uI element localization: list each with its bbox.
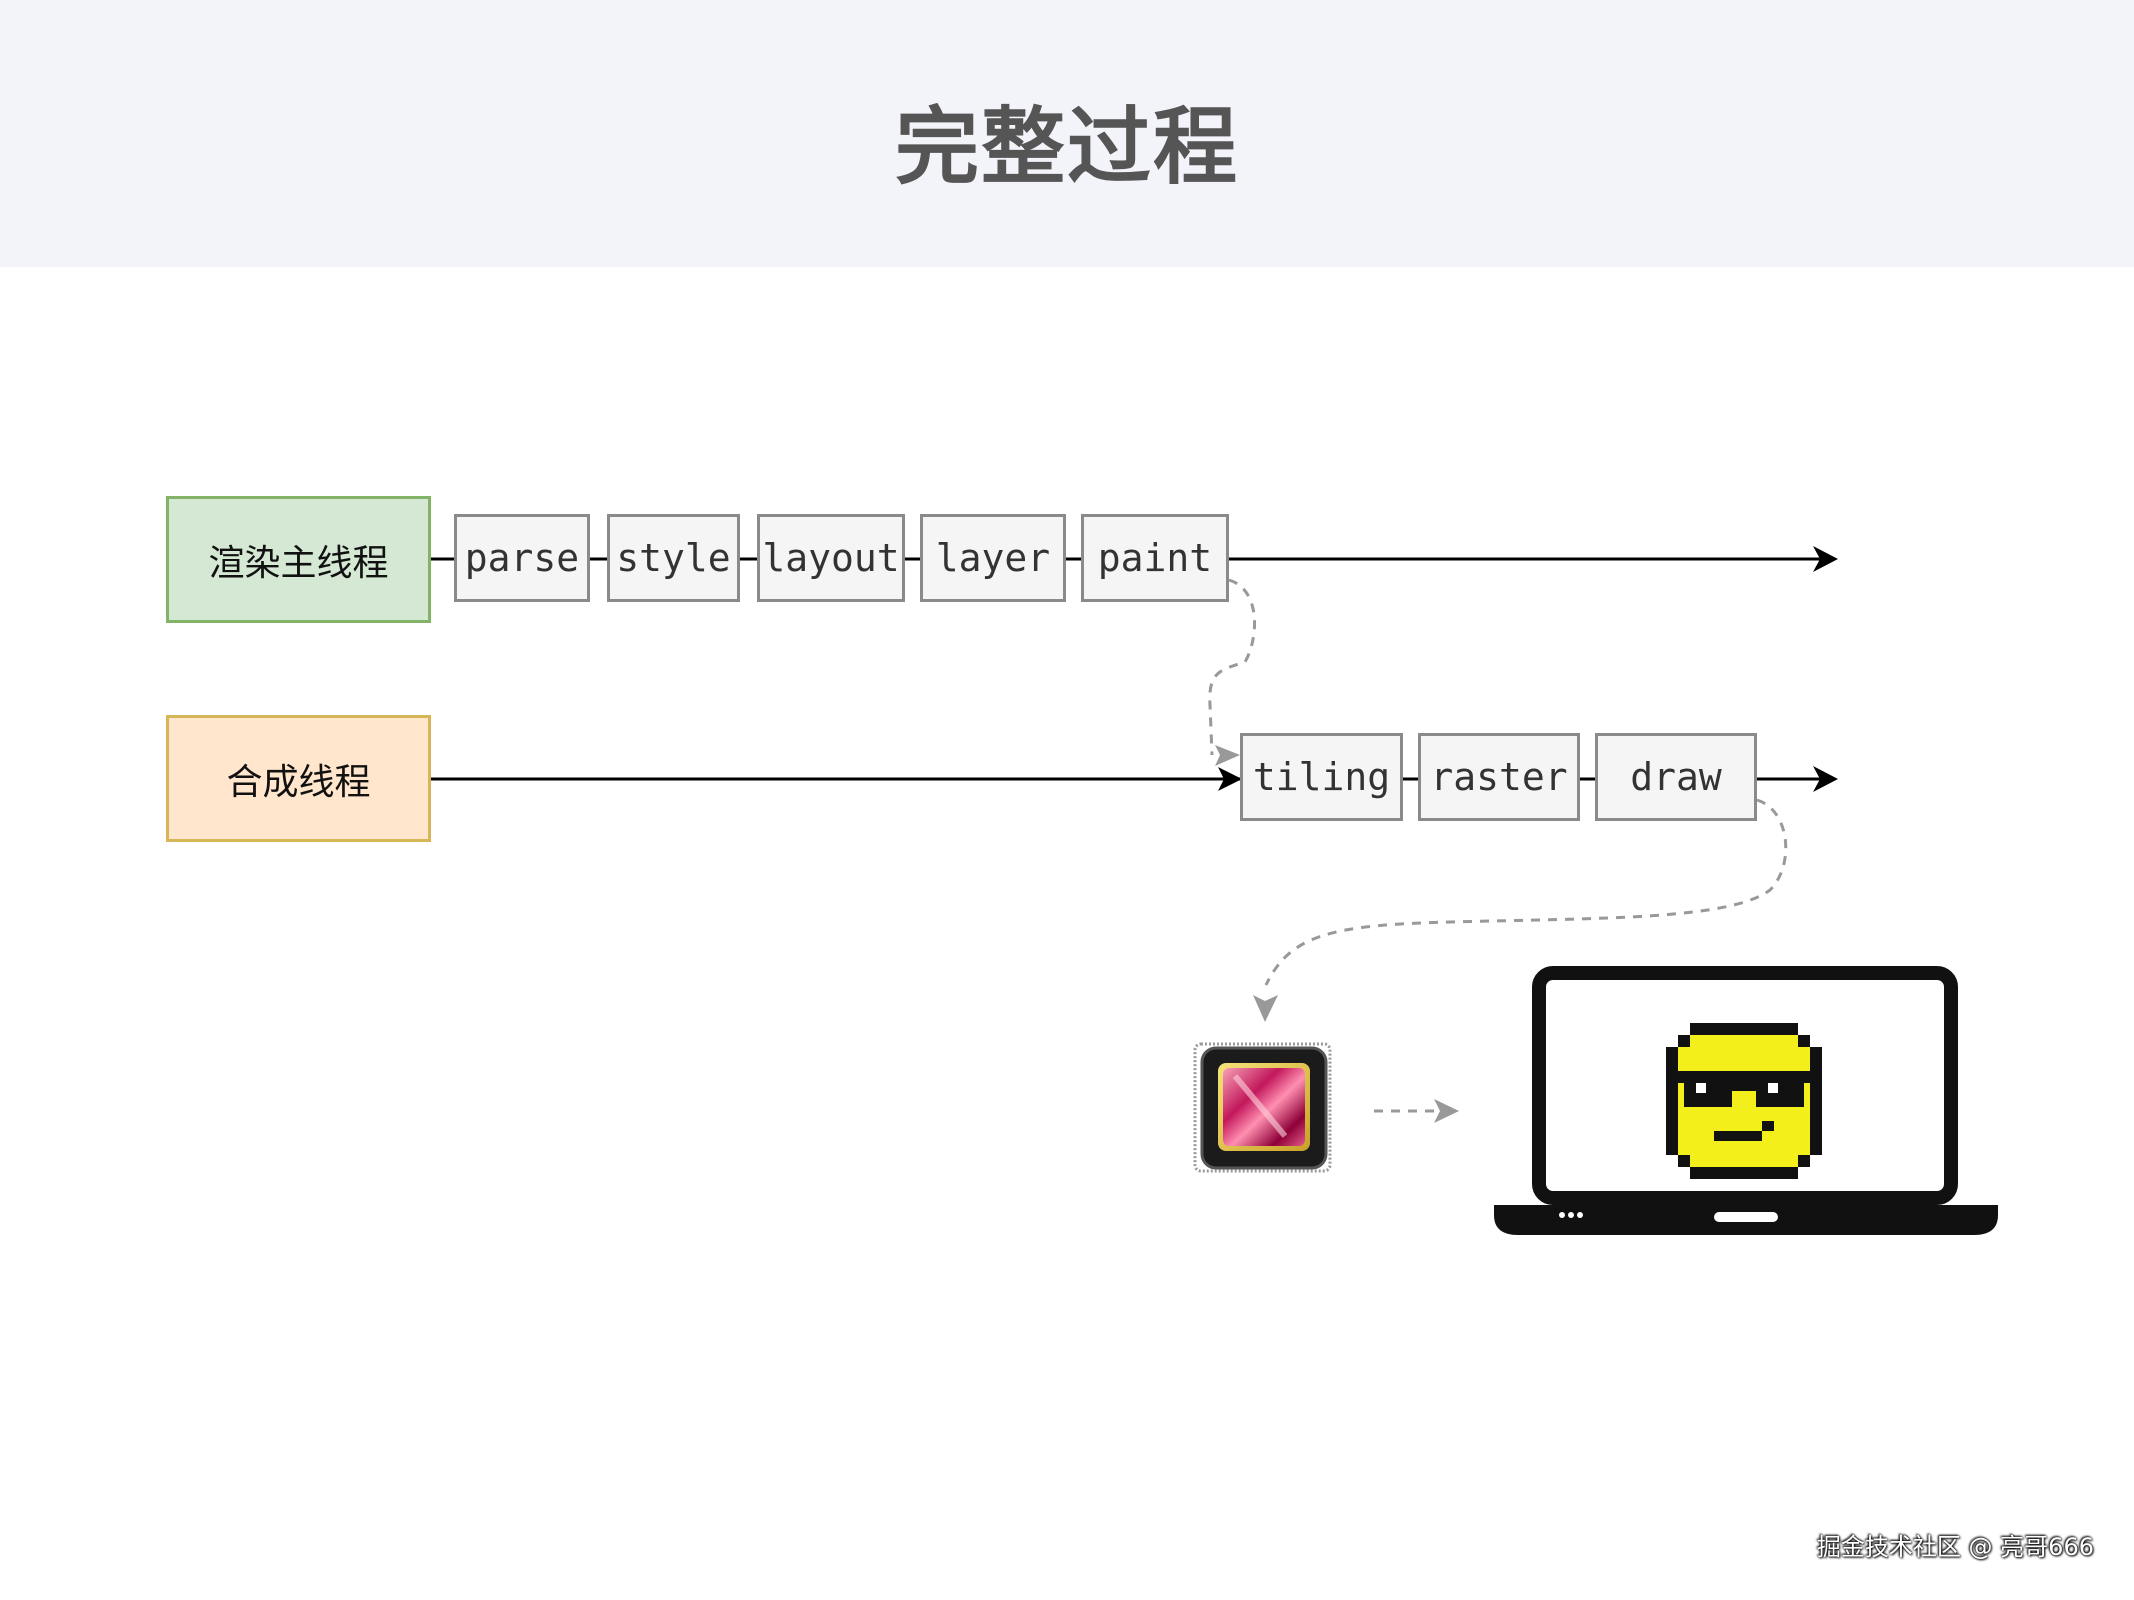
step-draw: draw <box>1595 733 1757 821</box>
watermark-text: 掘金技术社区 @ 亮哥666 <box>1816 1533 2094 1561</box>
step-layer: layer <box>920 514 1066 602</box>
title-banner: 完整过程 <box>0 0 2134 267</box>
page-title: 完整过程 <box>894 98 1239 196</box>
paint-to-tiling-dashed-arrow <box>1208 578 1257 756</box>
compositor-thread-arrowhead <box>1813 766 1838 792</box>
compositor-line-arrowhead <box>1218 767 1242 791</box>
pixel-sunglasses-smiley-icon <box>1666 1023 1822 1179</box>
compositor-thread-box: 合成线程 <box>166 715 431 842</box>
draw-to-gpu-arrowhead <box>1253 995 1278 1022</box>
draw-to-gpu-dashed-arrow <box>1264 798 1788 986</box>
laptop-screen-icon <box>1494 966 1998 1235</box>
main-thread-box: 渲染主线程 <box>166 496 431 623</box>
paint-to-tiling-arrowhead <box>1215 745 1240 766</box>
step-parse: parse <box>454 514 590 602</box>
main-thread-arrowhead <box>1813 546 1838 572</box>
gpu-chip-icon <box>1193 1042 1332 1173</box>
step-tiling: tiling <box>1240 733 1403 821</box>
step-paint: paint <box>1081 514 1229 602</box>
step-style: style <box>607 514 740 602</box>
gpu-to-screen-arrowhead <box>1434 1099 1459 1123</box>
step-raster: raster <box>1418 733 1580 821</box>
step-layout: layout <box>757 514 905 602</box>
